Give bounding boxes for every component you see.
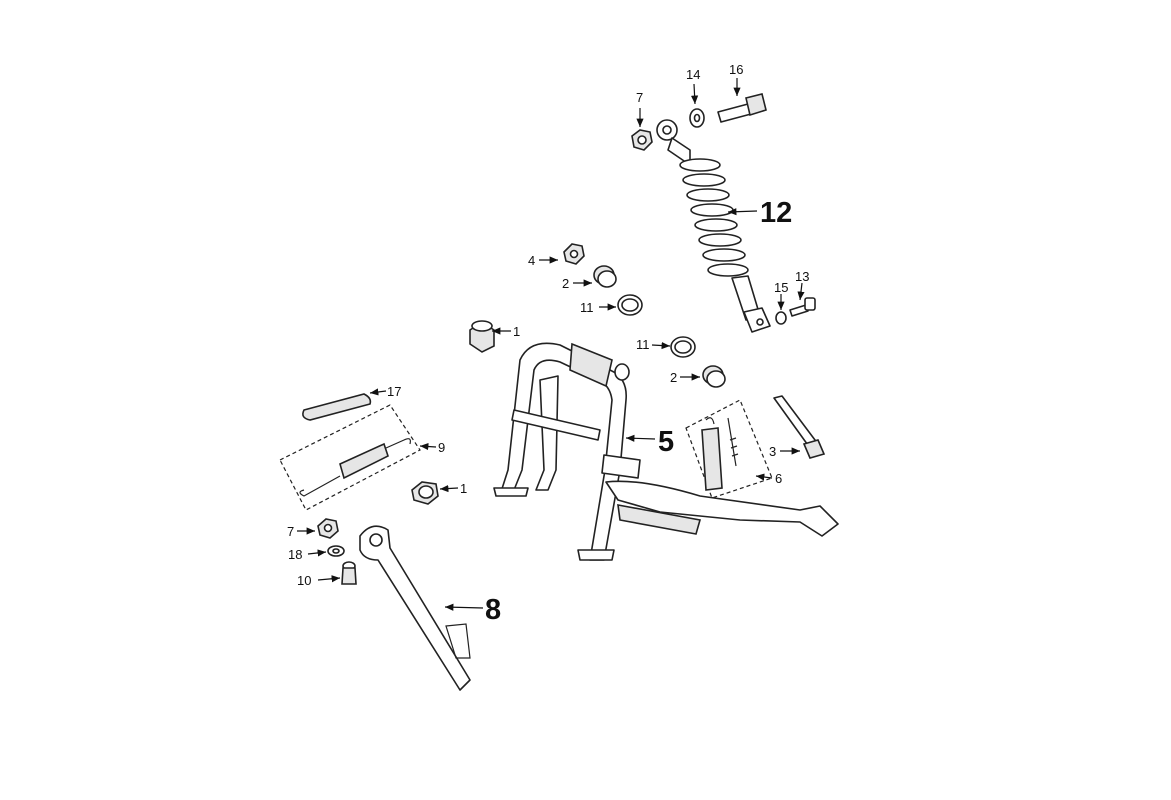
callout-arrow (439, 484, 459, 493)
callout-arrow (317, 575, 341, 583)
nut-4 (563, 243, 585, 265)
callout-15: 15 (774, 280, 788, 295)
nut-7-top (631, 129, 653, 151)
callout-7-top: 7 (636, 90, 643, 105)
washer-14 (689, 108, 705, 128)
washer-11-upper (617, 294, 643, 316)
washer-18 (327, 545, 345, 557)
callout-6: 6 (775, 471, 782, 486)
callout-18: 18 (288, 547, 302, 562)
callout-arrow (444, 603, 484, 611)
bolt-10 (341, 561, 357, 585)
callout-4: 4 (528, 253, 535, 268)
center-stand (493, 342, 839, 561)
bumper-1-upper (469, 320, 495, 353)
washer-15 (775, 311, 787, 325)
callout-10: 10 (297, 573, 311, 588)
callout-11-lower: 11 (636, 337, 650, 352)
spring-set-6 (685, 399, 773, 499)
callout-arrow (625, 434, 656, 442)
side-stand (359, 525, 471, 691)
callout-5: 5 (658, 426, 674, 458)
callout-11-upper: 11 (580, 300, 594, 315)
callout-8: 8 (485, 594, 501, 626)
bolt-13 (789, 297, 816, 317)
callout-1-lower: 1 (460, 481, 467, 496)
bolt-16 (717, 93, 767, 123)
callout-17: 17 (387, 384, 401, 399)
nut-7-lower (317, 518, 339, 539)
callout-2-upper: 2 (562, 276, 569, 291)
callout-1-upper: 1 (513, 324, 520, 339)
callout-9: 9 (438, 440, 445, 455)
callout-3: 3 (769, 444, 776, 459)
callout-7-lower: 7 (287, 524, 294, 539)
callout-16: 16 (729, 62, 743, 77)
callout-arrow (690, 83, 699, 105)
callout-arrow (369, 388, 387, 396)
callout-arrow (727, 208, 758, 216)
bushing-2-lower (702, 365, 726, 388)
callout-arrow (797, 282, 805, 301)
callout-12: 12 (760, 197, 792, 229)
callout-14: 14 (686, 67, 700, 82)
callout-arrow (419, 442, 437, 451)
shock-absorber (656, 119, 771, 333)
pivot-bolt-3 (773, 395, 826, 459)
callout-arrow (755, 473, 773, 481)
spring-9 (279, 404, 421, 511)
callout-arrow (651, 341, 671, 350)
washer-11-lower (670, 336, 696, 358)
bumper-1-lower (411, 481, 439, 505)
bushing-2-upper (593, 265, 617, 288)
callout-arrow (307, 549, 327, 557)
foot-grip-17 (302, 393, 372, 421)
callout-2-lower: 2 (670, 370, 677, 385)
callout-13: 13 (795, 269, 809, 284)
